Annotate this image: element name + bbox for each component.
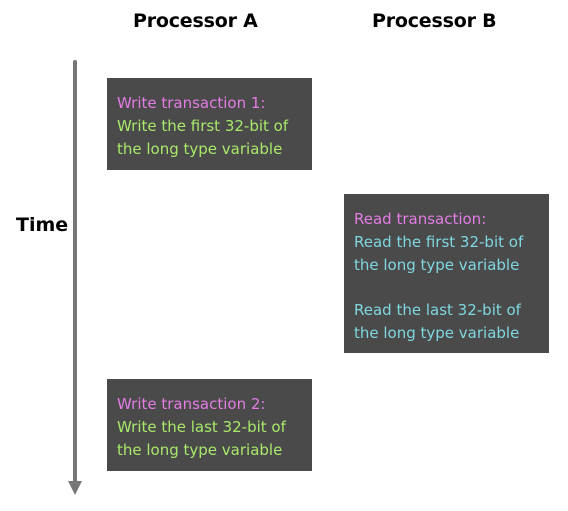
read-transaction-spacer [354,277,549,299]
read-transaction-line-2: the long type variable [354,256,520,274]
write-transaction-2-line-2: the long type variable [117,441,283,459]
write-transaction-1-title: Write transaction 1: [117,94,266,112]
time-label: Time [16,214,69,236]
read-transaction-line-1: Read the first 32-bit of [354,233,524,251]
write-transaction-1-line-2: the long type variable [117,140,283,158]
read-transaction-line-3: Read the last 32-bit of [354,301,521,319]
processor-a-header: Processor A [133,10,258,32]
write-transaction-2-title: Write transaction 2: [117,395,266,413]
write-transaction-1-box: Write transaction 1: Write the first 32-… [107,78,312,170]
processor-b-header: Processor B [372,10,497,32]
time-axis-arrowhead [68,481,82,495]
read-transaction-line-4: the long type variable [354,324,520,342]
read-transaction-box: Read transaction: Read the first 32-bit … [344,194,549,353]
write-transaction-2-line-1: Write the last 32-bit of [117,418,286,436]
write-transaction-2-box: Write transaction 2: Write the last 32-b… [107,379,312,471]
read-transaction-title: Read transaction: [354,210,487,228]
write-transaction-1-line-1: Write the first 32-bit of [117,117,289,135]
